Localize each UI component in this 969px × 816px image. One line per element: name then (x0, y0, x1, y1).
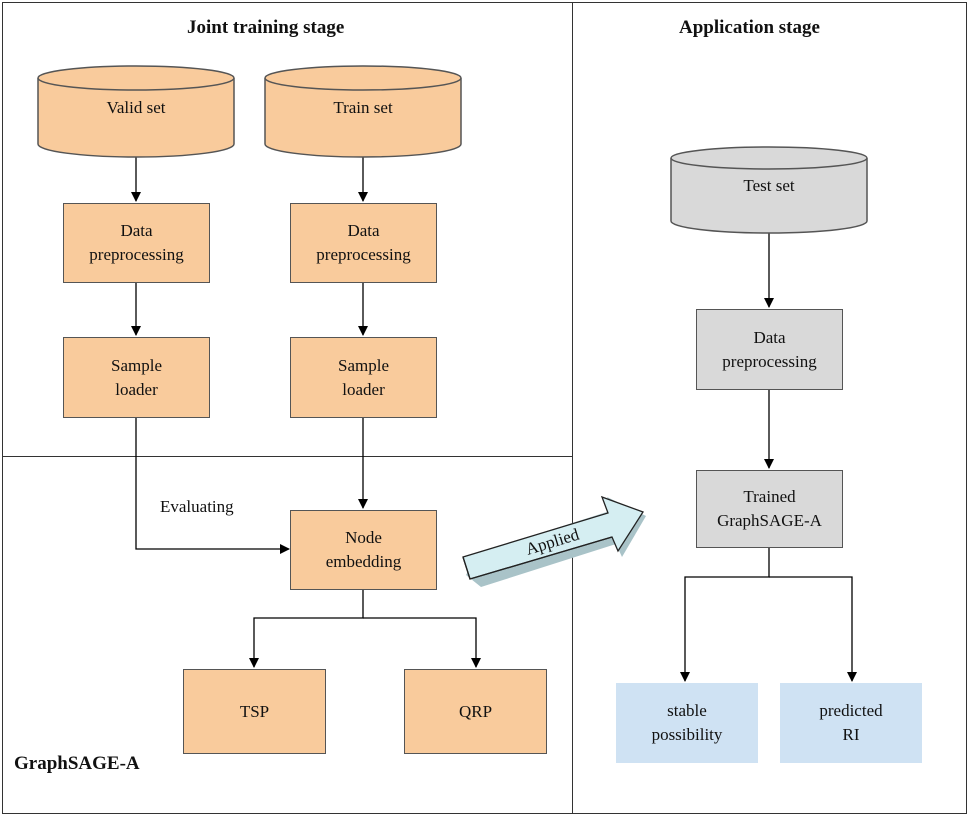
arrow-embedding-to-qrp (363, 617, 481, 668)
arrow-embedding-to-tsp (249, 590, 364, 668)
valid-set-label: Valid set (106, 98, 166, 117)
database-cylinder-icon (670, 146, 868, 234)
tsp-box: TSP (183, 669, 326, 754)
database-cylinder-icon (37, 65, 235, 158)
graphsage-panel (2, 456, 574, 814)
train-set-label: Train set (333, 98, 393, 117)
train-data-preprocessing-box: Data preprocessing (290, 203, 437, 283)
test-set-database: Test set (670, 145, 868, 235)
arrow-model-to-stable-possibility (680, 548, 770, 682)
valid-sample-loader-box: Sample loader (63, 337, 210, 418)
evaluating-label: Evaluating (160, 497, 234, 516)
database-cylinder-icon (264, 65, 462, 158)
test-data-preprocessing-box: Data preprocessing (696, 309, 843, 390)
predicted-ri-output: predicted RI (780, 683, 922, 763)
stable-possibility-output: stable possibility (616, 683, 758, 763)
joint-training-title: Joint training stage (187, 17, 345, 38)
test-set-label: Test set (743, 176, 795, 195)
train-sample-loader-box: Sample loader (290, 337, 437, 418)
arrow-model-to-predicted-ri (769, 576, 857, 682)
qrp-box: QRP (404, 669, 547, 754)
applied-arrow-icon: Applied (462, 495, 646, 587)
application-stage-title: Application stage (679, 17, 820, 38)
trained-graphsage-box: Trained GraphSAGE-A (696, 470, 843, 548)
node-embedding-box: Node embedding (290, 510, 437, 590)
arrow-valid-loader-to-node-embedding (135, 418, 290, 554)
train-set-database: Train set (264, 64, 462, 158)
valid-set-database: Valid set (37, 64, 235, 158)
graphsage-title: GraphSAGE-A (14, 753, 140, 774)
valid-data-preprocessing-box: Data preprocessing (63, 203, 210, 283)
